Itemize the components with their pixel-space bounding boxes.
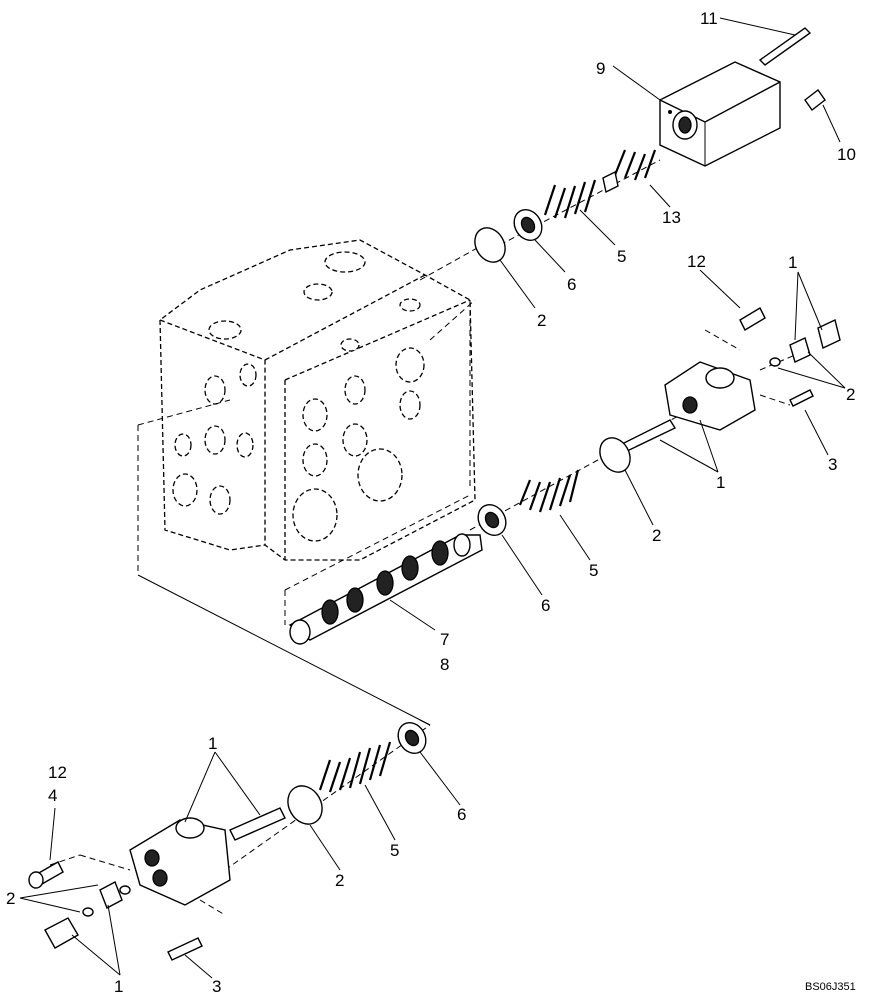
callouts: 11 9 10 13 5 6 2 12 1 2 3 1 2 5 6 7 8 1 … [6, 9, 856, 996]
callout-11: 11 [700, 9, 718, 28]
valve-body [159, 239, 476, 561]
callout-12-right: 12 [687, 252, 706, 271]
callout-2-middle: 2 [652, 526, 661, 545]
callout-1-lower-left: 1 [114, 977, 123, 996]
callout-12-lower: 12 [48, 763, 67, 782]
callout-5-upper: 5 [617, 247, 626, 266]
spool-7-8 [288, 533, 483, 645]
callout-2-lower-left: 2 [6, 889, 15, 908]
assembly-lines [49, 159, 796, 916]
cap-assembly-top [602, 27, 826, 194]
callout-1-right-top: 1 [788, 253, 797, 272]
leader-lines [19, 17, 846, 979]
callout-4: 4 [48, 786, 57, 805]
callout-3-lower: 3 [212, 977, 221, 996]
callout-1-lower: 1 [208, 734, 217, 753]
callout-7: 7 [440, 630, 449, 649]
upper-parts [474, 179, 597, 263]
callout-1-right: 1 [716, 473, 725, 492]
callout-2-lower: 2 [335, 871, 344, 890]
end-cap-right [618, 307, 841, 453]
middle-parts [288, 437, 631, 645]
end-cap-lower-left [28, 721, 427, 961]
callout-5-lower: 5 [390, 841, 399, 860]
callout-3-right: 3 [828, 455, 837, 474]
callout-9: 9 [596, 59, 605, 78]
callout-10: 10 [837, 145, 856, 164]
callout-6-middle: 6 [541, 596, 550, 615]
callout-2-upper: 2 [537, 311, 546, 330]
callout-2-right: 2 [846, 385, 855, 404]
callout-6-lower: 6 [457, 805, 466, 824]
callout-8: 8 [440, 655, 449, 674]
spool-13 [602, 149, 657, 194]
drawing-code: BS06J351 [805, 981, 856, 993]
callout-13: 13 [662, 208, 681, 227]
callout-5-middle: 5 [589, 561, 598, 580]
callout-6-upper: 6 [567, 275, 576, 294]
